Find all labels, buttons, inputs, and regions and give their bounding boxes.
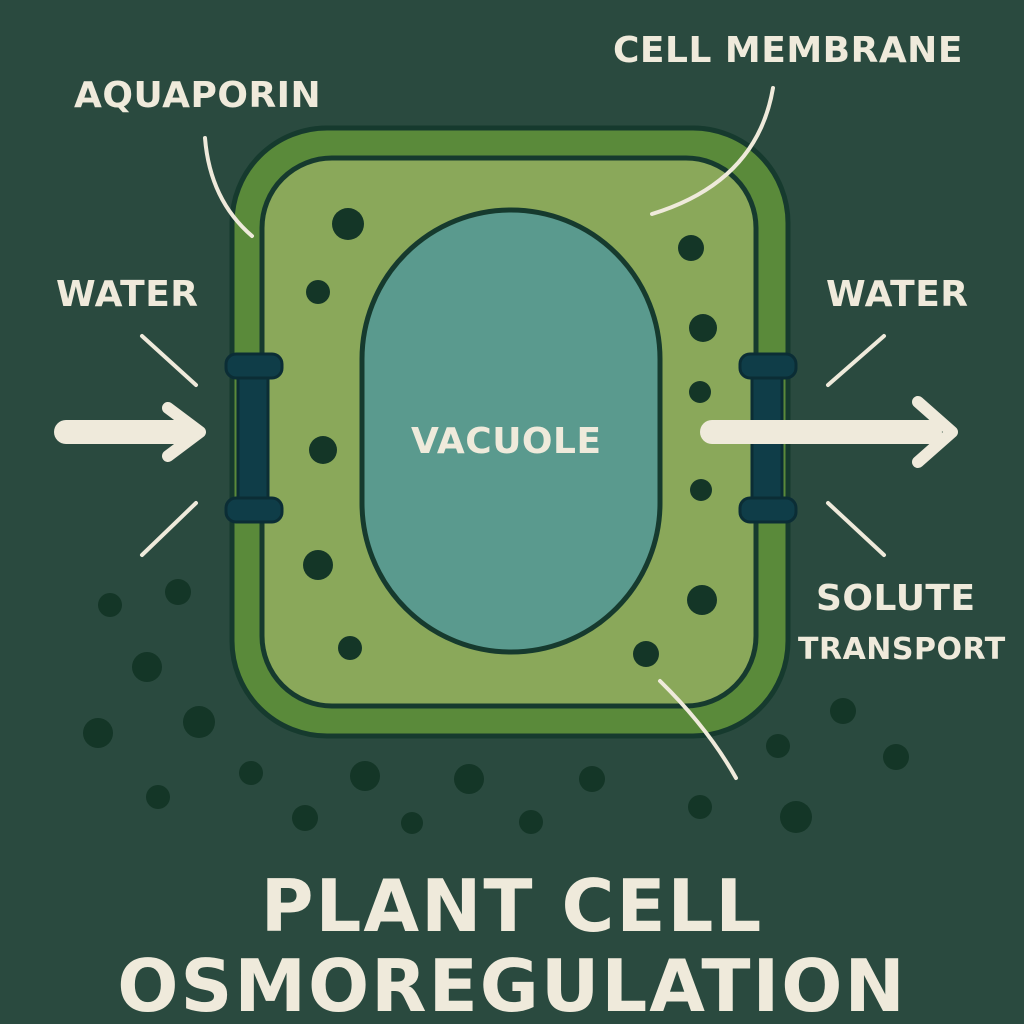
solute-dot (83, 718, 113, 748)
particle (332, 208, 364, 240)
solute-dot (98, 593, 122, 617)
water-outflow-arrow (700, 396, 958, 468)
solute-dot (780, 801, 812, 833)
solute-particles (83, 579, 909, 834)
transport-label: TRANSPORT (798, 632, 1006, 667)
solute-dot (830, 698, 856, 724)
solute-dot (132, 652, 162, 682)
solute-dot (766, 734, 790, 758)
water-left-flow-line-lower (140, 501, 198, 557)
solute-dot (401, 812, 423, 834)
vacuole-label: VACUOLE (411, 421, 602, 462)
title-line-2: OSMOREGULATION (117, 944, 907, 1024)
title-line-1: PLANT CELL (260, 864, 764, 948)
aquaporin-left (224, 352, 284, 524)
particle (689, 314, 717, 342)
particle (309, 436, 337, 464)
solute-dot (146, 785, 170, 809)
solute-dot (350, 761, 380, 791)
solute-dot (165, 579, 191, 605)
particle (303, 550, 333, 580)
solute-dot (239, 761, 263, 785)
particle (678, 235, 704, 261)
particle (306, 280, 330, 304)
aquaporin-leader-line (203, 136, 254, 238)
particle (338, 636, 362, 660)
water-inflow-arrow (54, 402, 206, 462)
water-left-label: WATER (56, 274, 199, 315)
solute-dot (454, 764, 484, 794)
solute-dot (292, 805, 318, 831)
water-left-flow-line-upper (140, 334, 198, 387)
water-right-flow-line-upper (826, 334, 886, 387)
particle (687, 585, 717, 615)
particle (689, 381, 711, 403)
solute-leader-line (658, 679, 738, 780)
solute-dot (183, 706, 215, 738)
water-right-label: WATER (826, 274, 969, 315)
cytoplasm-particles (303, 208, 717, 667)
water-right-flow-line-lower (826, 501, 886, 557)
cell-membrane-leader-line (650, 86, 775, 216)
solute-label: SOLUTE (816, 578, 976, 619)
solute-dot (688, 795, 712, 819)
cell-membrane-label: CELL MEMBRANE (613, 30, 963, 71)
particle (690, 479, 712, 501)
vacuole-shape (359, 207, 663, 655)
solute-dot (883, 744, 909, 770)
solute-dot (579, 766, 605, 792)
particle (633, 641, 659, 667)
solute-dot (519, 810, 543, 834)
aquaporin-label: AQUAPORIN (74, 75, 322, 116)
